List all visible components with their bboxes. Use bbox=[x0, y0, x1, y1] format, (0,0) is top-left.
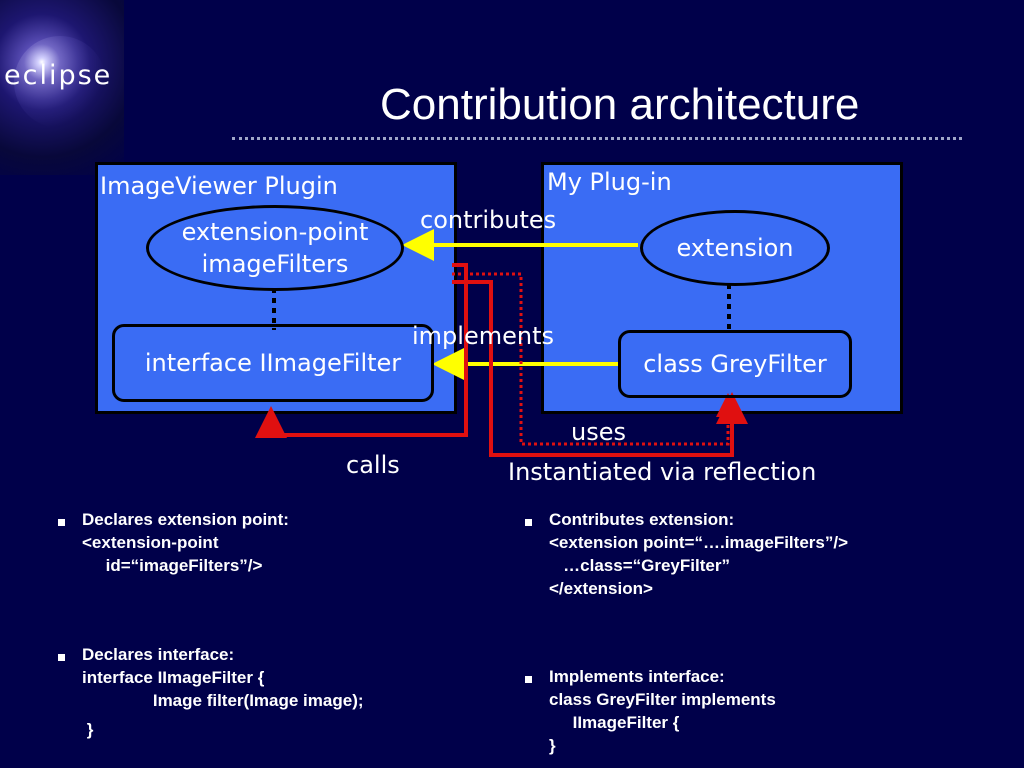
bullet-marker bbox=[525, 676, 532, 683]
note-contributes-extension: Contributes extension: <extension point=… bbox=[549, 508, 848, 600]
calls-arrow bbox=[255, 263, 468, 438]
bullet-marker bbox=[58, 654, 65, 661]
calls-label: calls bbox=[346, 451, 400, 479]
note-line: <extension-point bbox=[82, 533, 219, 552]
note-line: id=“imageFilters”/> bbox=[82, 556, 263, 575]
note-line: } bbox=[82, 720, 94, 739]
note-declares-extension-point: Declares extension point: <extension-poi… bbox=[82, 508, 289, 577]
logo-text: eclipse bbox=[4, 60, 113, 91]
extension-point-line2: imageFilters bbox=[201, 250, 349, 278]
extension-point-line1: extension-point bbox=[181, 218, 369, 246]
eclipse-sphere-icon bbox=[14, 36, 106, 128]
note-line: Image filter(Image image); bbox=[82, 691, 364, 710]
note-line: Implements interface: bbox=[549, 667, 725, 686]
class-label: class GreyFilter bbox=[643, 350, 827, 378]
interface-iimagefilter-node: interface IImageFilter bbox=[112, 324, 434, 402]
interface-label: interface IImageFilter bbox=[144, 349, 402, 377]
uses-arrow bbox=[452, 272, 740, 446]
note-declares-interface: Declares interface: interface IImageFilt… bbox=[82, 643, 364, 741]
instantiated-arrow bbox=[452, 280, 748, 457]
note-line: class GreyFilter implements bbox=[549, 690, 776, 709]
my-plugin-label: My Plug-in bbox=[547, 168, 672, 196]
extension-point-node: extension-point imageFilters bbox=[146, 205, 404, 291]
instantiated-label: Instantiated via reflection bbox=[508, 458, 817, 486]
extension-label: extension bbox=[676, 234, 794, 262]
note-line: } bbox=[549, 736, 556, 755]
uses-label: uses bbox=[571, 418, 626, 446]
note-line: interface IImageFilter { bbox=[82, 668, 265, 687]
bullet-marker bbox=[525, 519, 532, 526]
title-divider bbox=[232, 137, 962, 140]
contributes-label: contributes bbox=[420, 206, 557, 234]
implements-label: implements bbox=[412, 322, 554, 350]
eclipse-logo: eclipse bbox=[0, 0, 124, 175]
imageviewer-plugin-label: ImageViewer Plugin bbox=[100, 172, 338, 200]
note-line: </extension> bbox=[549, 579, 653, 598]
class-greyfilter-node: class GreyFilter bbox=[618, 330, 852, 398]
slide-title: Contribution architecture bbox=[380, 80, 860, 129]
extension-node: extension bbox=[640, 210, 830, 286]
bullet-marker bbox=[58, 519, 65, 526]
note-implements-interface: Implements interface: class GreyFilter i… bbox=[549, 665, 776, 757]
note-line: Contributes extension: bbox=[549, 510, 735, 529]
note-line: …class=“GreyFilter” bbox=[549, 556, 730, 575]
note-line: Declares interface: bbox=[82, 645, 235, 664]
note-line: Declares extension point: bbox=[82, 510, 289, 529]
note-line: IImageFilter { bbox=[549, 713, 680, 732]
note-line: <extension point=“….imageFilters”/> bbox=[549, 533, 848, 552]
my-plugin-box bbox=[541, 162, 903, 414]
